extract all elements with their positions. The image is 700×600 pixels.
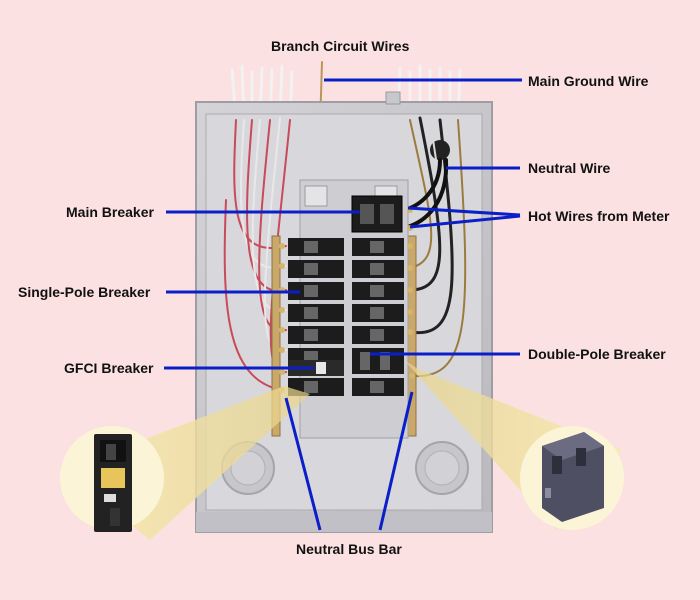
right-breakers xyxy=(352,238,404,396)
main-breaker xyxy=(351,195,403,233)
label-double-pole-breaker: Double-Pole Breaker xyxy=(528,346,666,362)
double-pole-breaker-callout xyxy=(520,426,624,530)
gfci-breaker-callout xyxy=(60,426,164,532)
label-hot-wires-from-meter: Hot Wires from Meter xyxy=(528,208,670,224)
label-main-breaker: Main Breaker xyxy=(66,204,154,220)
leader-lines xyxy=(164,78,522,531)
label-neutral-wire: Neutral Wire xyxy=(528,160,611,176)
label-neutral-bus-bar: Neutral Bus Bar xyxy=(296,541,402,557)
left-breakers xyxy=(288,238,344,396)
label-gfci-breaker: GFCI Breaker xyxy=(64,360,154,376)
label-branch-circuit-wires: Branch Circuit Wires xyxy=(271,38,410,54)
label-main-ground-wire: Main Ground Wire xyxy=(528,73,649,89)
label-single-pole-breaker: Single-Pole Breaker xyxy=(18,284,151,300)
